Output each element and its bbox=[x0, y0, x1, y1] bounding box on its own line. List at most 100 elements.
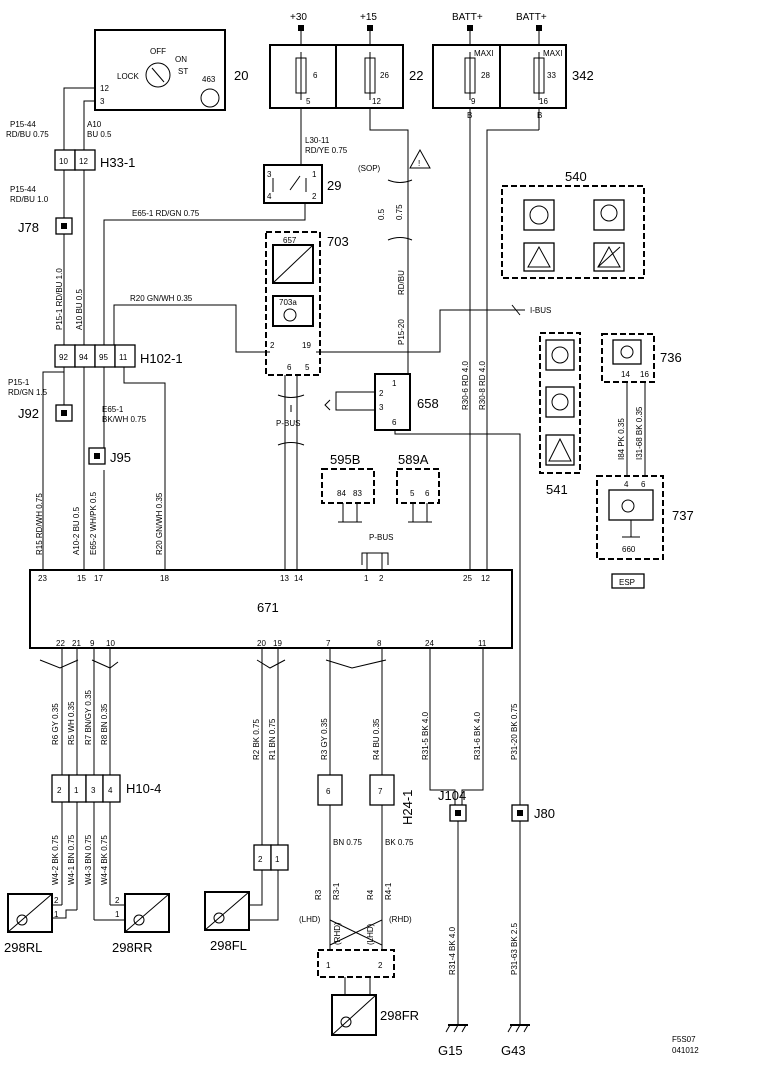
pin: 24 bbox=[425, 639, 434, 648]
wires-h102-ecu: P15-1 RD/GN 1.5 E65-1 BK/WH 0.75 bbox=[8, 367, 166, 570]
wire-label: A10 bbox=[87, 120, 102, 129]
part-463-label: 463 bbox=[202, 75, 216, 84]
pin: 1 bbox=[392, 379, 397, 388]
wire-label: R4 BU 0.35 bbox=[372, 718, 381, 760]
pin: 11 bbox=[119, 353, 128, 362]
wire-label: BN 0.75 bbox=[333, 838, 362, 847]
warning-mark: ! bbox=[418, 159, 420, 168]
pin: 2 bbox=[379, 574, 384, 583]
on-label: ON bbox=[175, 55, 187, 64]
sensor-703a bbox=[272, 295, 314, 327]
junction-j92: J92 bbox=[18, 404, 73, 422]
pbus2-label: P-BUS bbox=[369, 533, 393, 542]
ecu-671-label: 671 bbox=[257, 600, 279, 615]
pin: 4 bbox=[624, 480, 629, 489]
298fl-label: 298FL bbox=[210, 938, 247, 953]
module-658: 1 2 3 6 658 bbox=[324, 373, 521, 1025]
module-736-label: 736 bbox=[660, 350, 682, 365]
pin: 7 bbox=[326, 639, 331, 648]
pin: 2 bbox=[258, 855, 263, 864]
wire-label: W4-2 BK 0.75 bbox=[51, 835, 60, 885]
pin: 2 bbox=[270, 341, 275, 350]
label-15: +15 bbox=[360, 12, 377, 23]
wire-label: W4-3 BN 0.75 bbox=[84, 834, 93, 885]
wire-label: R6 GY 0.35 bbox=[51, 703, 60, 745]
pin: B bbox=[537, 111, 542, 120]
pin: 83 bbox=[353, 489, 362, 498]
connector-h33-1: 10 12 H33-1 bbox=[54, 149, 135, 171]
drawing-code: F5S07 bbox=[672, 1035, 696, 1044]
pin: 5 bbox=[305, 363, 310, 372]
pin: 21 bbox=[72, 639, 81, 648]
pin: 6 bbox=[287, 363, 292, 372]
connector-589a: 589A 5 6 bbox=[396, 452, 440, 523]
module-703-label: 703 bbox=[327, 234, 349, 249]
wire-label: BK/WH 0.75 bbox=[102, 415, 147, 424]
pin: 10 bbox=[106, 639, 115, 648]
595b-label: 595B bbox=[330, 452, 360, 467]
module-540: 540 bbox=[501, 169, 645, 279]
pin: 1 bbox=[74, 786, 79, 795]
traction-warning-icon bbox=[527, 245, 551, 268]
wire-label: R31-4 BK 4.0 bbox=[448, 926, 457, 975]
esp-tag: ESP bbox=[611, 573, 645, 589]
label-30: +30 bbox=[290, 12, 307, 23]
sensor-298rr: 2 1 298RR bbox=[94, 893, 170, 955]
brake-warning-icon bbox=[600, 204, 618, 222]
terminal-batt1-icon bbox=[467, 25, 473, 31]
junction-j78: J78 bbox=[18, 217, 73, 345]
wire-label: 0.75 bbox=[395, 204, 404, 220]
ground-g15-label: G15 bbox=[438, 1043, 463, 1058]
pin: 3 bbox=[91, 786, 96, 795]
ignition-switch-20: LOCK OFF ON ST 463 12 3 20 bbox=[94, 29, 248, 111]
brake-icon bbox=[551, 346, 569, 364]
component-20-label: 20 bbox=[234, 68, 248, 83]
wire-label: R20 GN/WH 0.35 bbox=[155, 492, 164, 555]
component-342-label: 342 bbox=[572, 68, 594, 83]
label-batt2: BATT+ bbox=[516, 12, 547, 23]
h102-1-label: H102-1 bbox=[140, 351, 183, 366]
j95-label: J95 bbox=[110, 450, 131, 465]
skid-icon bbox=[548, 437, 572, 462]
wire-15-feed: ! (SOP) 0.5 0.75 P15-20 RD/BU bbox=[358, 108, 431, 379]
pin: 17 bbox=[94, 574, 103, 583]
wire-label: I31-68 BK 0.35 bbox=[635, 406, 644, 460]
wheel-sensor-icon bbox=[213, 912, 225, 924]
wire-label: RD/BU bbox=[397, 270, 406, 295]
wire-label: R1 BN 0.75 bbox=[268, 718, 277, 760]
power-terminals: +30 +15 BATT+ BATT+ bbox=[290, 12, 547, 45]
wire-label: R3 GY 0.35 bbox=[320, 718, 329, 760]
pin: 4 bbox=[108, 786, 113, 795]
fuse-number: 6 bbox=[313, 71, 318, 80]
pin: 3 bbox=[100, 97, 105, 106]
wire-label: W4-1 BN 0.75 bbox=[67, 834, 76, 885]
pin: 14 bbox=[294, 574, 303, 583]
wire-label: R31-6 BK 4.0 bbox=[473, 711, 482, 760]
pin: 6 bbox=[392, 418, 397, 427]
sensor-298rl: 2 1 298RL bbox=[4, 893, 77, 955]
gyro-icon bbox=[283, 308, 297, 322]
wire-label: P15-44 bbox=[10, 120, 36, 129]
pin: 1 bbox=[115, 910, 120, 919]
connector-298fl: 2 1 bbox=[246, 844, 289, 921]
pin: 11 bbox=[478, 639, 487, 648]
terminal-batt2-icon bbox=[536, 25, 542, 31]
esp-off-icon bbox=[597, 245, 621, 268]
ring-463-icon bbox=[200, 88, 220, 108]
pin: 92 bbox=[59, 353, 68, 362]
pin: 12 bbox=[79, 157, 88, 166]
pin: 3 bbox=[379, 403, 384, 412]
pin: 18 bbox=[160, 574, 169, 583]
wire-label: E65-1 RD/GN 0.75 bbox=[132, 209, 200, 218]
wheel-sensor-icon bbox=[16, 914, 28, 926]
pin: 14 bbox=[621, 370, 630, 379]
wire-label: (LHD) bbox=[299, 915, 321, 924]
pin: 6 bbox=[425, 489, 430, 498]
wheel-sensor-icon bbox=[133, 914, 145, 926]
wire-label: BU 0.5 bbox=[87, 130, 112, 139]
pin: 95 bbox=[99, 353, 108, 362]
esp-label: ESP bbox=[619, 578, 635, 587]
wire-label: (RHD) bbox=[389, 915, 412, 924]
junction-j104: J104 R31-4 BK 4.0 bbox=[438, 788, 467, 1025]
